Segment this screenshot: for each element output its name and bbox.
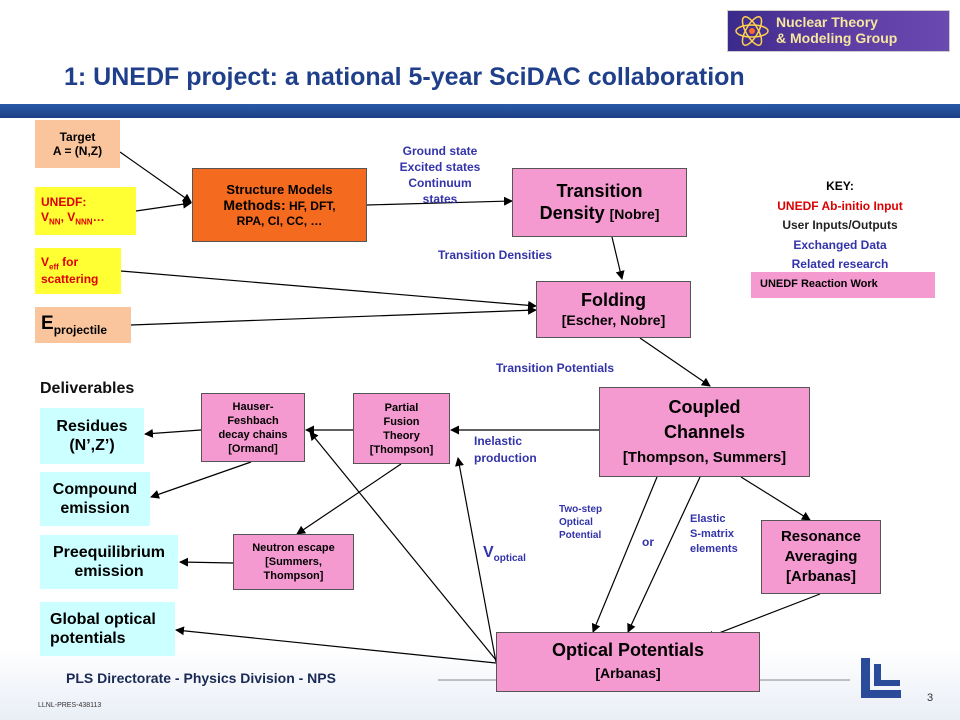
arrow-unedf-structure [135,199,192,212]
header-band [0,104,960,118]
transition-density-box: Transition Density [Nobre] [512,168,687,237]
structure-models-box: Structure Models Methods: HF, DFT, RPA, … [192,168,367,242]
arrow-optical-partial [455,457,497,663]
residues-box: Residues (N’,Z’) [40,408,144,464]
structure-line1: Structure Models [226,181,333,197]
eproj-label: Eprojectile [41,312,108,337]
folding-box: Folding [Escher, Nobre] [536,281,691,338]
transition-potentials-label: Transition Potentials [496,361,615,375]
elastic-smatrix-label: Elastic S-matrix elements [690,513,738,555]
key-user: User Inputs/Outputs [782,218,898,232]
logo-line2: & Modeling Group [776,30,898,46]
footer-org: PLS Directorate - Physics Division - NPS [66,670,336,686]
footer-doc-id: LLNL-PRES-438113 [38,702,102,709]
folding-line1: Folding [581,290,646,311]
footer-band [0,648,960,720]
eprojectile-box: Eprojectile [35,307,131,343]
arrow-coupled-optical-elastic [627,476,701,633]
veff-line2: scattering [41,272,99,287]
preequilibrium-box: Preequilibrium emission [40,535,178,589]
arrow-partial-neutron [296,463,402,535]
key-reaction-swatch: UNEDF Reaction Work [751,272,935,298]
arrow-optical-hauser [309,431,497,661]
arrow-resonance-optical [705,593,821,640]
global-optical-box: Global optical potentials [40,602,175,656]
structure-line2: Methods: HF, DFT, [223,197,336,214]
arrow-target-structure [119,151,192,203]
atom-icon [735,16,769,46]
optical-potentials-box: Optical Potentials [Arbanas] [496,632,760,692]
veff-line1: Veff for [41,255,79,272]
inelastic-production-label: Inelastic production [474,434,537,465]
transition-densities-label: Transition Densities [438,248,553,262]
target-box: Target A = (N,Z) [35,120,120,168]
arrow-folding-coupled [639,337,711,387]
arrow-structure-transition [366,196,513,206]
key-exchanged: Exchanged Data [793,237,887,252]
unedf-line2: VNN, VNNN… [41,209,105,227]
resonance-averaging-box: Resonance Averaging [Arbanas] [761,520,881,594]
transition-line1: Transition [556,180,643,201]
neutron-escape-box: Neutron escape [Summers, Thompson] [233,534,354,590]
arrow-eproj-folding [130,305,537,326]
ground-state-label: Ground state Excited states Continuum st… [399,144,481,206]
structure-line3: RPA, CI, CC, … [236,214,323,228]
page-title: 1: UNEDF project: a national 5-year SciD… [64,63,745,91]
coupled-channels-box: Coupled Channels [Thompson, Summers] [599,387,810,477]
veff-box: Veff for scattering [35,248,121,294]
v-optical-label: Voptical [483,544,526,565]
key-title: KEY: [826,179,854,193]
key-related: Related research [791,257,889,271]
deliverables-heading: Deliverables [40,380,135,397]
arrow-hauser-residues [144,428,202,438]
arrow-neutron-preeq [179,557,234,567]
compound-emission-box: Compound emission [40,472,150,526]
partial-fusion-box: Partial Fusion Theory [Thompson] [353,393,450,464]
arrow-hauser-compound [150,461,252,499]
logo-line1: Nuclear Theory [776,14,878,30]
arrow-coupled-resonance [740,476,811,521]
unedf-line1: UNEDF: [41,195,87,210]
key-abinitio: UNEDF Ab-initio Input [777,198,903,213]
unedf-input-box: UNEDF: VNN, VNNN… [35,187,136,235]
folding-line2: [Escher, Nobre] [561,311,666,328]
footer-page-number: 3 [927,692,934,704]
or-label: or [642,535,654,549]
two-step-label: Two-step Optical Potential [559,504,603,541]
hauser-feshbach-box: Hauser- Feshbach decay chains [Ormand] [201,393,305,462]
arrow-transition-folding [611,236,625,280]
arrow-optical-global [175,626,497,664]
legend-key: KEY: UNEDF Ab-initio Input User Inputs/O… [745,177,935,275]
transition-line2: Density [Nobre] [539,202,660,223]
arrow-coupled-optical-twostep [591,476,658,633]
arrow-veff-folding [120,270,537,310]
target-line2: A = (N,Z) [52,144,103,158]
target-line1: Target [59,129,96,144]
llnl-logo-icon [861,658,901,698]
logo-banner: Nuclear Theory & Modeling Group [727,10,950,52]
